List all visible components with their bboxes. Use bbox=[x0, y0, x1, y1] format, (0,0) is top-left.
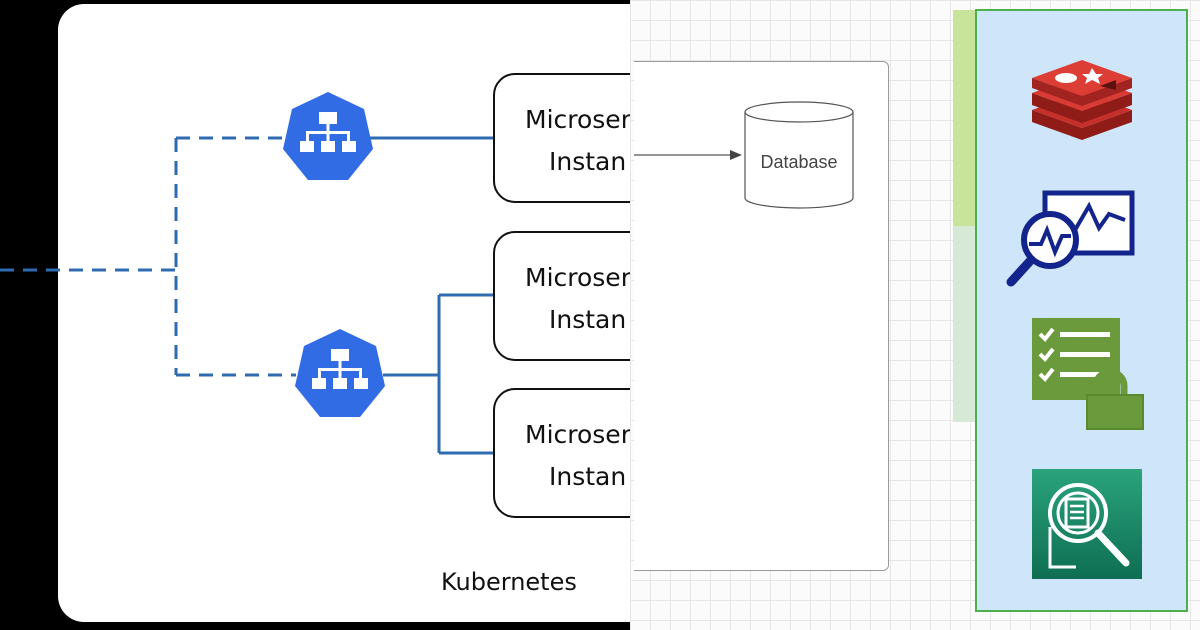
microservice-label: Microser Instan bbox=[525, 105, 630, 176]
database-panel bbox=[634, 61, 889, 571]
redis-icon bbox=[1032, 60, 1132, 140]
database-label: Database bbox=[760, 152, 838, 172]
microservice-instance-box: Microser Instan bbox=[493, 388, 630, 518]
microservice-label: Microser Instan bbox=[525, 420, 630, 491]
kubernetes-diagram-canvas: Microser Instan Microser Instan Microser… bbox=[0, 4, 630, 622]
monitoring-icon bbox=[1006, 190, 1135, 287]
inspector-icon bbox=[1032, 469, 1142, 579]
connector-lines bbox=[0, 92, 494, 455]
compliance-lock-icon bbox=[1032, 318, 1144, 430]
kubernetes-cluster-label: Kubernetes bbox=[441, 568, 577, 596]
kubernetes-service-icon bbox=[295, 329, 385, 417]
microservice-label: Microser Instan bbox=[525, 263, 630, 334]
green-swimlane-strip bbox=[953, 10, 977, 226]
kubernetes-service-icon bbox=[283, 92, 373, 180]
pale-swimlane-strip bbox=[953, 226, 977, 422]
microservice-instance-box: Microser Instan bbox=[493, 73, 630, 203]
microservice-instance-box: Microser Instan bbox=[493, 231, 630, 361]
